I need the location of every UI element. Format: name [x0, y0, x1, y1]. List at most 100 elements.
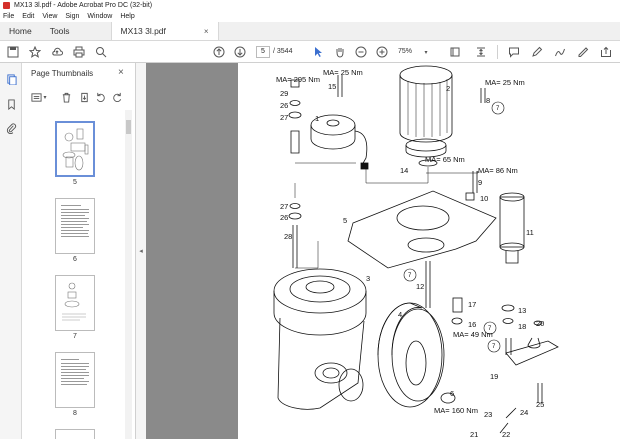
svg-text:4: 4	[398, 310, 402, 319]
options-chevron-icon[interactable]: ▾	[43, 94, 47, 101]
svg-text:10: 10	[480, 194, 488, 203]
page-thumbnails-panel: Page Thumbnails × ▾ 5 6	[22, 63, 136, 439]
torque-label: MA= 160 Nm	[434, 406, 478, 415]
menu-view[interactable]: View	[42, 13, 58, 20]
svg-text:27: 27	[280, 202, 288, 211]
torque-label: MA= 25 Nm	[485, 78, 525, 87]
thumbnail-label: 6	[73, 256, 77, 263]
hand-tool-icon[interactable]	[333, 45, 347, 59]
svg-text:14: 14	[400, 166, 408, 175]
attachment-icon[interactable]	[5, 122, 17, 134]
svg-text:7: 7	[488, 326, 492, 332]
zoom-dropdown-chevron-icon[interactable]: ▾	[424, 49, 428, 56]
torque-label: MA= 86 Nm	[478, 166, 518, 175]
svg-text:16: 16	[468, 320, 476, 329]
star-icon[interactable]	[28, 45, 42, 59]
page-thumbnails-icon[interactable]	[5, 73, 17, 85]
zoom-out-icon[interactable]	[354, 45, 368, 59]
zoom-level[interactable]: 75%	[398, 48, 413, 55]
zoom-in-icon[interactable]	[375, 45, 389, 59]
menu-window[interactable]: Window	[87, 13, 113, 20]
thumbnail-page-7[interactable]	[55, 275, 95, 331]
svg-text:21: 21	[470, 430, 478, 439]
thumbnail-label: 8	[73, 410, 77, 417]
extract-page-icon[interactable]	[78, 91, 90, 103]
thumbnail-options-icon[interactable]	[30, 91, 42, 103]
menu-bar: File Edit View Sign Window Help	[0, 11, 620, 22]
menu-edit[interactable]: Edit	[22, 13, 35, 20]
thumbnail-page-6[interactable]	[55, 198, 95, 254]
svg-text:23: 23	[484, 410, 492, 419]
thumbnail-page-5[interactable]	[55, 121, 95, 177]
svg-text:1: 1	[315, 114, 319, 123]
tab-close-icon[interactable]: ×	[203, 26, 209, 36]
rotate-cw-icon[interactable]	[111, 91, 123, 103]
save-icon[interactable]	[6, 45, 20, 59]
svg-text:6: 6	[450, 389, 454, 398]
prev-page-icon[interactable]	[212, 45, 226, 59]
svg-text:11: 11	[526, 228, 534, 237]
thumbnail-scrollbar[interactable]	[125, 110, 132, 439]
draw-icon[interactable]	[553, 45, 567, 59]
svg-text:5: 5	[343, 216, 347, 225]
highlight-pen-icon[interactable]	[530, 45, 544, 59]
svg-text:18: 18	[518, 322, 526, 331]
acrobat-logo-icon	[3, 2, 10, 9]
svg-text:7: 7	[408, 273, 412, 279]
delete-page-icon[interactable]	[60, 91, 72, 103]
panel-title: Page Thumbnails	[31, 69, 94, 78]
svg-text:19: 19	[490, 372, 498, 381]
page-total: / 3544	[273, 48, 293, 55]
scrollbar-thumb[interactable]	[126, 120, 131, 134]
tab-tools[interactable]: Tools	[49, 26, 70, 36]
pdf-page: 1 2 3 4 5 6 7 7 7 7 8 9 10 11 12 13 14 1…	[238, 63, 620, 439]
share-icon[interactable]	[599, 45, 613, 59]
svg-text:3: 3	[366, 274, 370, 283]
thumbnail-page-8[interactable]	[55, 352, 95, 408]
collapse-arrow-icon[interactable]: ◂	[139, 248, 143, 255]
search-icon[interactable]	[94, 45, 108, 59]
bookmark-icon[interactable]	[5, 98, 17, 110]
svg-text:12: 12	[416, 282, 424, 291]
next-page-icon[interactable]	[233, 45, 247, 59]
svg-text:20: 20	[536, 319, 544, 328]
thumbnail-diagram	[62, 282, 86, 321]
tab-document-label: MX13 3l.pdf	[120, 26, 166, 36]
tab-home[interactable]: Home	[9, 26, 32, 36]
document-viewer[interactable]: 1 2 3 4 5 6 7 7 7 7 8 9 10 11 12 13 14 1…	[146, 63, 620, 439]
svg-text:7: 7	[492, 344, 496, 350]
menu-help[interactable]: Help	[120, 13, 135, 20]
svg-text:22: 22	[502, 430, 510, 439]
upload-cloud-icon[interactable]	[50, 45, 64, 59]
panel-close-icon[interactable]: ×	[118, 67, 124, 78]
select-cursor-icon[interactable]	[311, 45, 325, 59]
rotate-ccw-icon[interactable]	[94, 91, 106, 103]
title-bar: MX13 3l.pdf - Adobe Acrobat Pro DC (32-b…	[0, 0, 620, 11]
comment-icon[interactable]	[507, 45, 521, 59]
svg-text:2: 2	[446, 84, 450, 93]
svg-text:26: 26	[280, 213, 288, 222]
menu-file[interactable]: File	[3, 13, 15, 20]
thumbnail-label: 7	[73, 333, 77, 340]
left-navigation-rail	[0, 63, 22, 439]
svg-text:15: 15	[328, 82, 336, 91]
tab-bar: Home Tools MX13 3l.pdf ×	[0, 22, 620, 41]
sign-icon[interactable]	[576, 45, 590, 59]
panel-collapse-handle[interactable]: ◂	[136, 63, 146, 439]
fit-page-icon[interactable]	[448, 45, 462, 59]
svg-text:9: 9	[478, 178, 482, 187]
svg-text:26: 26	[280, 101, 288, 110]
svg-text:7: 7	[496, 106, 500, 112]
menu-sign[interactable]: Sign	[65, 13, 80, 20]
scroll-mode-icon[interactable]	[474, 45, 488, 59]
svg-text:29: 29	[280, 89, 288, 98]
svg-text:17: 17	[468, 300, 476, 309]
torque-label: MA= 295 Nm	[276, 75, 320, 84]
torque-label: MA= 49 Nm	[453, 330, 493, 339]
torque-label: MA= 65 Nm	[425, 155, 465, 164]
torque-label: MA= 25 Nm	[323, 68, 363, 77]
page-number-input[interactable]: 5	[256, 46, 270, 58]
tab-document[interactable]: MX13 3l.pdf ×	[110, 22, 219, 40]
print-icon[interactable]	[72, 45, 86, 59]
thumbnail-page-9[interactable]	[55, 429, 95, 439]
